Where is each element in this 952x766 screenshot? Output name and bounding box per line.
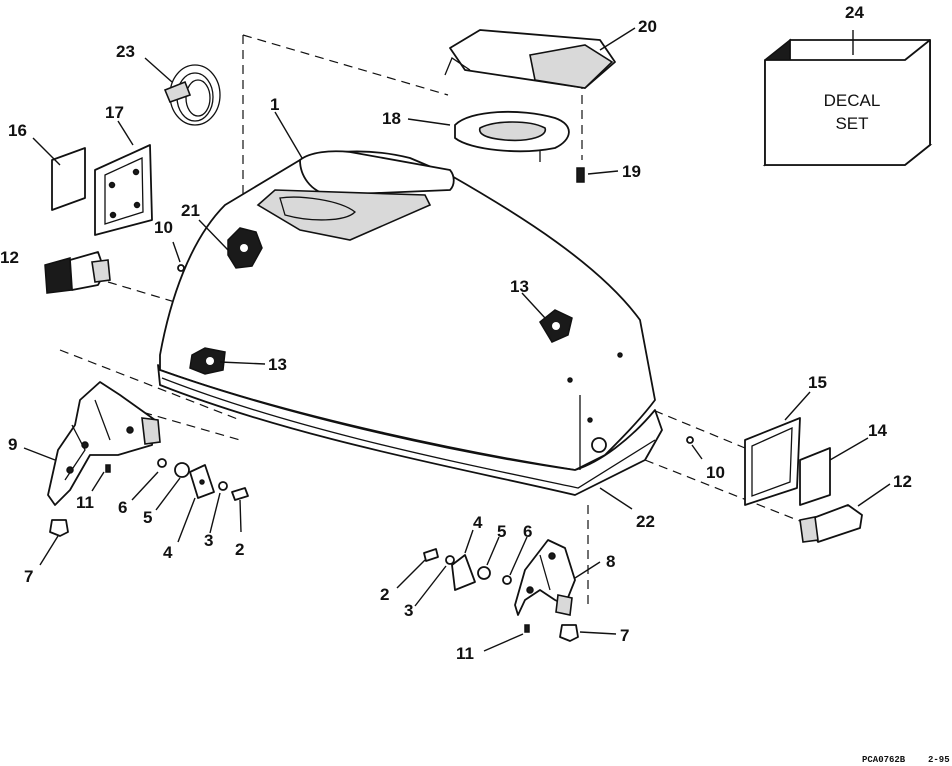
motor-cover (157, 150, 663, 496)
callout-13-left: 13 (268, 355, 287, 374)
cover-cap (444, 29, 616, 89)
callout-12-right: 12 (893, 472, 912, 491)
screw-10-left (177, 264, 185, 272)
callout-2-right: 2 (380, 585, 389, 604)
callout-5-left: 5 (143, 508, 152, 527)
bracket-right (514, 539, 576, 616)
cap-seal (454, 110, 570, 162)
bracket-left (47, 381, 161, 506)
callout-3-right: 3 (404, 601, 413, 620)
callout-15: 15 (808, 373, 827, 392)
callout-16: 16 (8, 121, 27, 140)
callout-22: 22 (636, 512, 655, 531)
decal-set-box: DECAL SET (762, 38, 933, 167)
frame-gasket-15 (744, 417, 801, 506)
plug-right (799, 504, 863, 543)
callout-6-left: 6 (118, 498, 127, 517)
grommet-13-left (189, 347, 226, 375)
figure-date: 2-95 (928, 755, 950, 765)
hardware-left (157, 458, 249, 501)
callout-23: 23 (116, 42, 135, 61)
callout-12-left: 12 (0, 248, 19, 267)
screw-10-right (686, 436, 694, 444)
knob-21 (227, 227, 263, 269)
foot-7-left (49, 519, 69, 537)
cable-coil (163, 64, 221, 126)
grommet-13-right (539, 309, 573, 343)
callout-20: 20 (638, 17, 657, 36)
callout-1: 1 (270, 95, 279, 114)
callout-10-left: 10 (154, 218, 173, 237)
callout-10-right: 10 (706, 463, 725, 482)
leader-lines (23, 27, 891, 652)
hardware-right (423, 548, 512, 591)
decal-label-line2: SET (835, 114, 868, 133)
decal-square-16 (51, 147, 86, 211)
decal-label-line1: DECAL (824, 91, 881, 110)
callout-13-right: 13 (510, 277, 529, 296)
access-plate (94, 144, 153, 236)
callout-18: 18 (382, 109, 401, 128)
callout-24: 24 (845, 3, 864, 22)
callout-21: 21 (181, 201, 200, 220)
callout-labels: 24 20 23 17 16 1 18 19 21 10 12 13 13 15… (0, 3, 912, 663)
callout-5-right: 5 (497, 522, 506, 541)
callout-9: 9 (8, 435, 17, 454)
decal-square-14 (799, 447, 831, 506)
figure-code: PCA0762B (862, 755, 906, 765)
callout-19: 19 (622, 162, 641, 181)
callout-14: 14 (868, 421, 887, 440)
callout-2-left: 2 (235, 540, 244, 559)
callout-6-right: 6 (523, 522, 532, 541)
callout-11-right: 11 (456, 644, 474, 663)
callout-4-left: 4 (163, 543, 173, 562)
foot-7-right (559, 624, 579, 642)
callout-3-left: 3 (204, 531, 213, 550)
callout-7-left: 7 (24, 567, 33, 586)
callout-4-right: 4 (473, 513, 483, 532)
callout-11-left: 11 (76, 493, 94, 512)
clip-11-right (524, 624, 530, 633)
callout-8: 8 (606, 552, 615, 571)
screw-19 (576, 167, 585, 183)
callout-17: 17 (105, 103, 124, 122)
callout-7-right: 7 (620, 626, 629, 645)
plug-left (44, 251, 111, 294)
clip-11-left (105, 464, 111, 473)
